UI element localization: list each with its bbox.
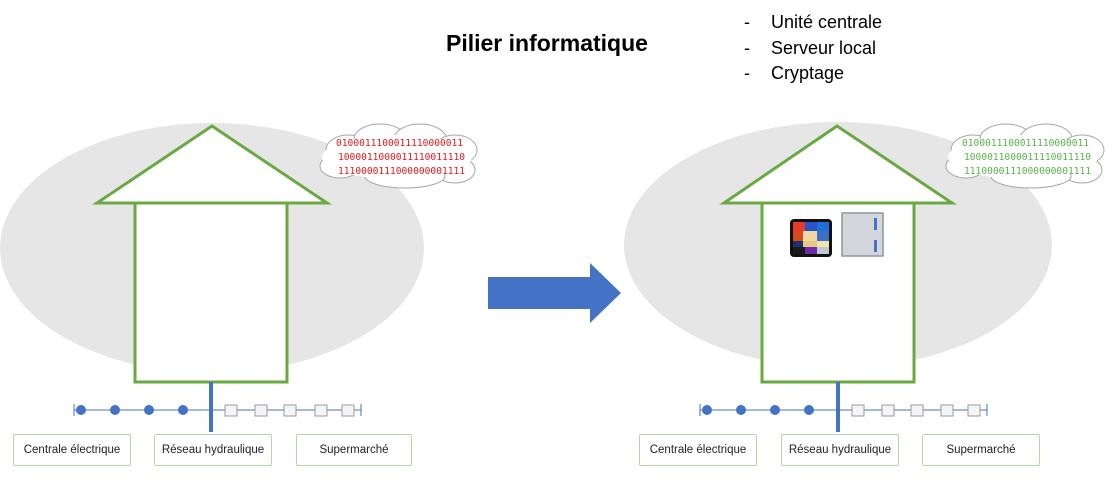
label-supermarche-left: Supermarché <box>296 434 412 466</box>
label-centrale-electrique-left: Centrale électrique <box>13 434 131 466</box>
socket <box>283 404 297 417</box>
socket <box>341 404 355 417</box>
socket <box>254 404 268 417</box>
cloud-left <box>319 123 478 189</box>
socket <box>881 404 895 417</box>
cloud-text-left: 0100011100011110000011 10000110000111100… <box>336 138 465 177</box>
network-node <box>702 405 712 415</box>
feature-list: -Unité centrale -Serveur local -Cryptage <box>744 10 882 87</box>
diagram-title: Pilier informatique <box>446 30 648 56</box>
socket <box>851 404 865 417</box>
label-supermarche-right: Supermarché <box>922 434 1040 466</box>
cloud-text-right: 0100011100011110000011 10000110000111100… <box>962 138 1091 177</box>
network-node <box>110 405 120 415</box>
feature-item: - Cryptage <box>744 61 882 87</box>
network-node <box>736 405 746 415</box>
feature-item: -Serveur local <box>744 36 882 62</box>
network-node <box>804 405 814 415</box>
unite-centrale-icon <box>790 219 832 257</box>
cloud-line: 1000011000011110011110 <box>964 152 1091 163</box>
socket <box>940 404 954 417</box>
label-reseau-hydraulique-right: Réseau hydraulique <box>781 434 899 466</box>
cloud-right <box>945 123 1105 189</box>
network-node <box>76 405 86 415</box>
socket <box>967 404 981 417</box>
bullet-marker: - <box>744 37 750 58</box>
feature-label: Unité centrale <box>771 12 883 32</box>
label-reseau-hydraulique-left: Réseau hydraulique <box>154 434 272 466</box>
cloud-line: 0100011100011110000011 <box>336 138 463 149</box>
feature-label: Serveur local <box>771 37 877 58</box>
bullet-marker: - <box>744 12 750 32</box>
panel-after: 0100011100011110000011 10000110000111100… <box>624 122 1105 432</box>
house-body-right <box>760 201 916 384</box>
cloud-line: 1000011000011110011110 <box>338 152 465 163</box>
cloud-line: 0100011100011110000011 <box>962 138 1089 149</box>
cloud-line: 1110000111000000001111 <box>338 166 465 177</box>
serveur-local-icon <box>841 212 884 257</box>
socket <box>224 404 238 417</box>
panel-before: 0100011100011110000011 10000110000111100… <box>0 123 478 432</box>
feature-item: - Unité centrale <box>744 10 882 36</box>
transition-arrow <box>488 263 621 323</box>
socket <box>314 404 328 417</box>
network-node <box>144 405 154 415</box>
bullet-marker: - <box>744 63 750 83</box>
socket <box>910 404 924 417</box>
network-sockets-right <box>851 404 981 417</box>
network-node <box>770 405 780 415</box>
house-body-left <box>133 201 289 384</box>
label-centrale-electrique-right: Centrale électrique <box>639 434 757 466</box>
feature-label: Cryptage <box>771 63 845 83</box>
network-node <box>178 405 188 415</box>
network-sockets-left <box>224 404 355 417</box>
cloud-line: 1110000111000000001111 <box>964 166 1091 177</box>
